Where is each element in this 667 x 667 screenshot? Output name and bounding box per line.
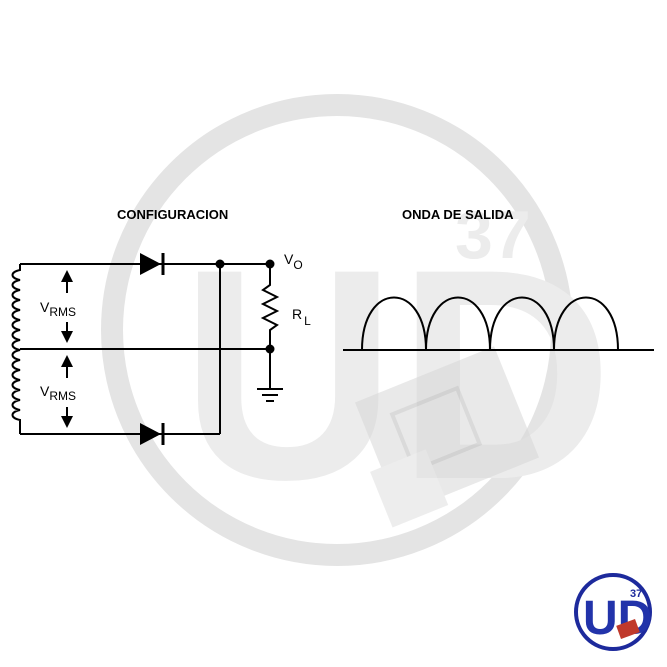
watermark-superscript: 37 [455, 197, 531, 273]
upper-vrms-arrows [61, 270, 73, 343]
half-wave-2 [425, 296, 491, 351]
watermark-circuit-board-icon [354, 346, 540, 528]
logo-superscript: 37 [630, 588, 642, 600]
watermark-ring [101, 94, 573, 566]
bottom-diode-icon [140, 423, 165, 445]
half-wave-4 [553, 296, 619, 351]
junction-dot [215, 259, 225, 269]
watermark: UD 37 [101, 94, 613, 566]
output-node-dot [265, 259, 275, 269]
lower-vrms-label: VRMS [40, 383, 76, 403]
transformer-coil [11, 264, 21, 434]
configuration-heading: CONFIGURACION [117, 207, 228, 222]
ground-icon [257, 388, 283, 402]
load-resistor [260, 264, 280, 349]
half-wave-3 [489, 296, 555, 351]
lower-vrms-arrows [61, 355, 73, 428]
upper-vrms-label: VRMS [40, 299, 76, 319]
output-waveform [343, 296, 654, 351]
logo-board-icon [616, 619, 640, 639]
half-wave-1 [361, 296, 427, 351]
brand-logo: UD 37 [574, 573, 652, 651]
logo-letters: UD [583, 592, 652, 645]
output-voltage-label: VO [284, 251, 303, 272]
output-wave-heading: ONDA DE SALIDA [402, 207, 514, 222]
top-diode-icon [140, 253, 165, 275]
ground-node-dot [265, 344, 275, 354]
